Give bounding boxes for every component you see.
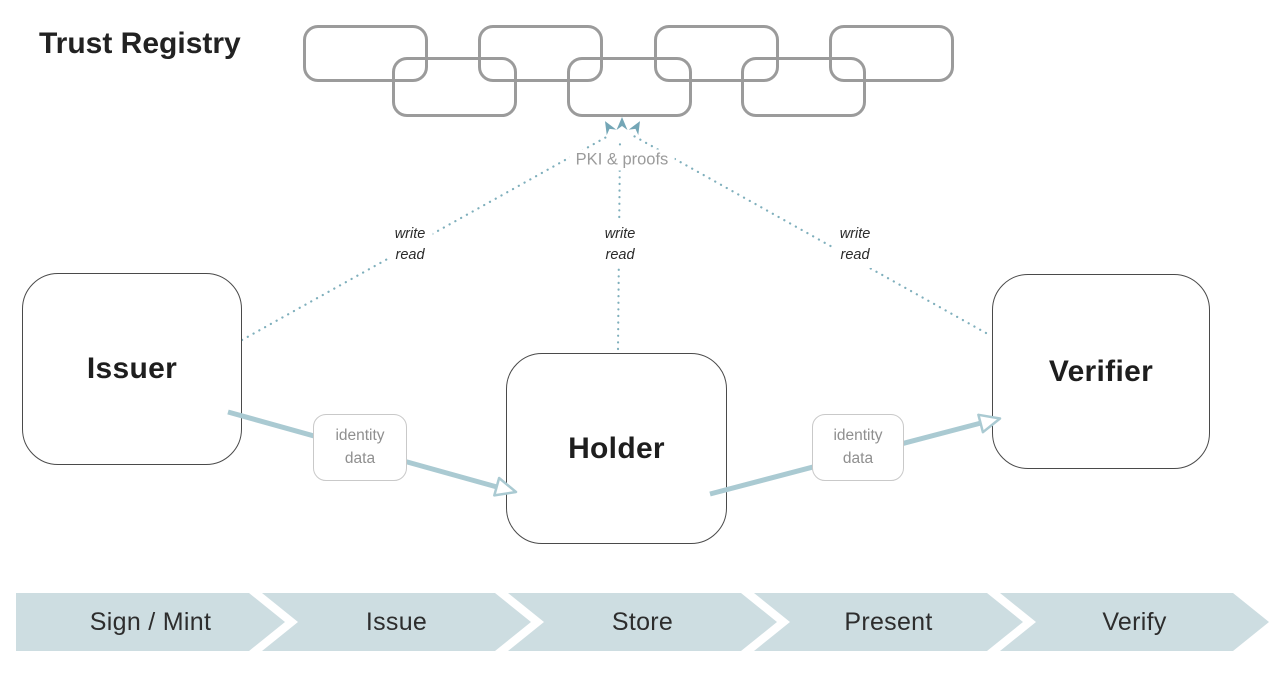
pki-arrowheads-icon bbox=[605, 117, 640, 136]
step-sign-mint: Sign / Mint bbox=[16, 593, 285, 651]
chain-link bbox=[829, 25, 954, 82]
write-label: write bbox=[394, 225, 426, 242]
read-label: read bbox=[605, 247, 635, 263]
step-present: Present bbox=[754, 593, 1023, 651]
identity-label: identity bbox=[833, 427, 883, 445]
step-label: Present bbox=[844, 607, 933, 636]
write-read-label-issuer: write read bbox=[387, 221, 433, 269]
issuer-label: Issuer bbox=[86, 352, 178, 385]
dotted-connector-verifier bbox=[630, 133, 988, 335]
identity-data-badge-holder-verifier: identity data bbox=[812, 414, 904, 481]
step-label: Store bbox=[611, 607, 674, 636]
step-verify: Verify bbox=[1000, 593, 1269, 651]
identity-data-badge-issuer-holder: identity data bbox=[313, 414, 407, 481]
data-label: data bbox=[344, 449, 376, 467]
write-read-label-verifier: write read bbox=[832, 221, 878, 269]
verifier-box: Verifier bbox=[992, 274, 1210, 469]
chain-link bbox=[567, 57, 692, 117]
read-label: read bbox=[395, 247, 425, 263]
read-label: read bbox=[840, 247, 870, 263]
verifier-label: Verifier bbox=[1048, 354, 1154, 388]
identity-label: identity bbox=[335, 427, 385, 445]
holder-label: Holder bbox=[568, 431, 665, 465]
chain-link bbox=[654, 25, 779, 82]
step-store: Store bbox=[508, 593, 777, 651]
write-label: write bbox=[839, 225, 871, 242]
chain-link bbox=[478, 25, 603, 82]
pki-proofs-label: PKI & proofs bbox=[569, 149, 675, 171]
step-label: Sign / Mint bbox=[89, 607, 212, 636]
write-read-label-holder: write read bbox=[597, 221, 643, 269]
data-label: data bbox=[842, 449, 874, 467]
issuer-box: Issuer bbox=[22, 273, 242, 465]
chain-link bbox=[392, 57, 517, 117]
write-label: write bbox=[604, 225, 636, 242]
chain-link bbox=[303, 25, 428, 82]
holder-box: Holder bbox=[506, 353, 727, 544]
trust-registry-title: Trust Registry bbox=[39, 27, 241, 60]
step-label: Verify bbox=[1102, 607, 1167, 636]
step-issue: Issue bbox=[262, 593, 531, 651]
chain-link bbox=[741, 57, 866, 117]
step-label: Issue bbox=[365, 607, 428, 636]
